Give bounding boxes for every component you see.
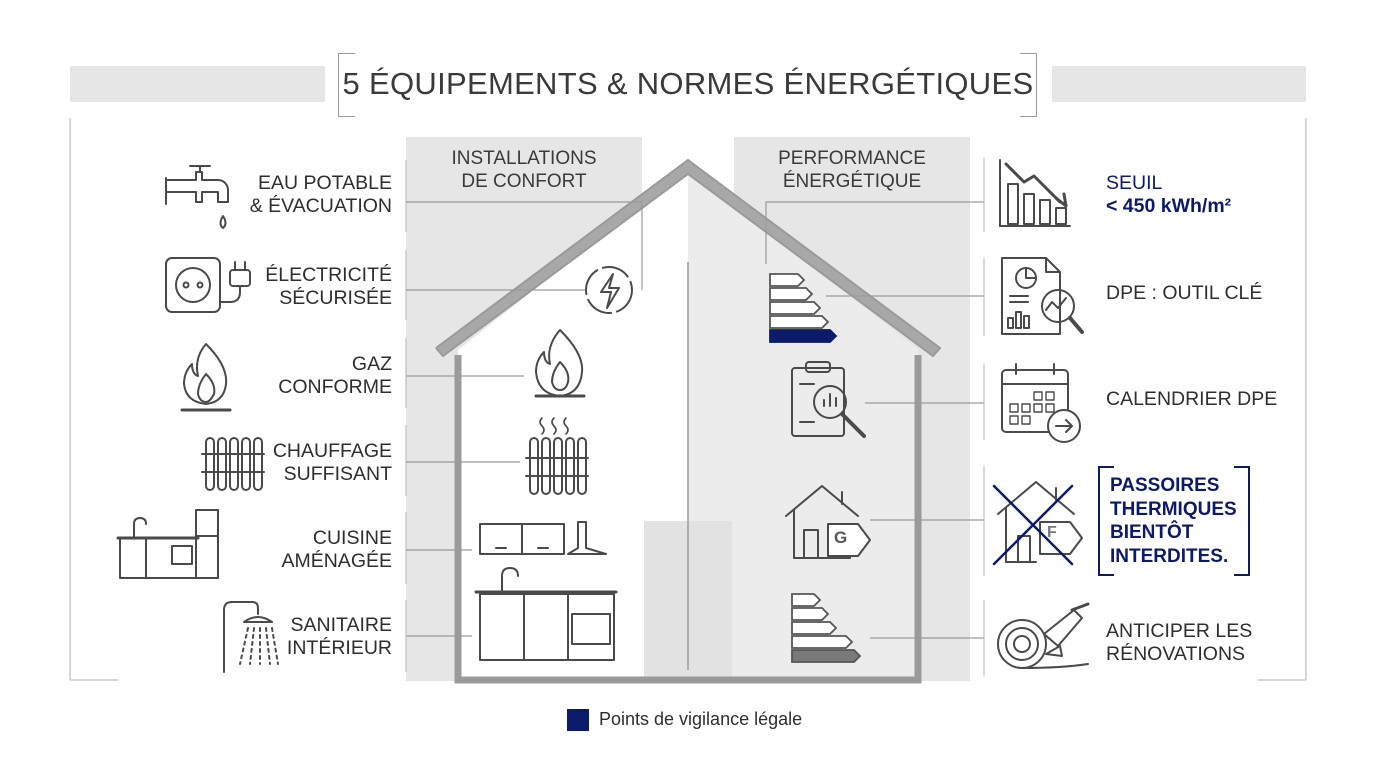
radiator-icon: [201, 437, 265, 491]
item-label-line2: INTÉRIEUR: [286, 637, 392, 659]
report-magnifier-icon: [1001, 257, 1084, 335]
item-label-line1: CALENDRIER DPE: [1106, 388, 1278, 410]
energy-column-header: PERFORMANCE ÉNERGÉTIQUE: [734, 147, 970, 193]
item-label-line1: SEUIL: [1106, 172, 1163, 194]
item-label-line1: PASSOIRES: [1110, 475, 1220, 496]
item-label-line2: AMÉNAGÉE: [281, 550, 392, 572]
page-title: 5 ÉQUIPEMENTS & NORMES ÉNERGÉTIQUES: [340, 52, 1036, 116]
item-label-line1: DPE : OUTIL CLÉ: [1106, 282, 1263, 304]
energy-item-renovation: ANTICIPER LES RÉNOVATIONS: [1106, 620, 1252, 666]
insulation-roll-trowel-icon: [997, 602, 1090, 669]
item-label-line2: SÉCURISÉE: [279, 287, 392, 309]
declining-chart-icon: [999, 159, 1071, 227]
item-label-line1: ÉLECTRICITÉ: [265, 264, 392, 286]
outer-frame: [69, 118, 1307, 681]
item-label-line1: CUISINE: [312, 527, 392, 549]
item-label-line2: RÉNOVATIONS: [1106, 643, 1246, 665]
energy-bars-top: [769, 273, 838, 343]
item-label-line3: BIENTÔT: [1110, 522, 1194, 543]
item-label-line2: < 450 kWh/m²: [1106, 195, 1232, 217]
energy-item-calendar: CALENDRIER DPE: [1106, 388, 1277, 411]
title-bracket-right: [1020, 53, 1037, 117]
item-label-line4: INTERDITES.: [1110, 545, 1229, 567]
comfort-column-header: INSTALLATIONS DE CONFORT: [406, 147, 642, 193]
crossed-house-f-icon: [992, 481, 1083, 566]
g-badge-label: G: [834, 528, 848, 547]
clipboard-magnifier-icon: [791, 361, 866, 438]
energy-connectors: [765, 201, 984, 639]
kitchen-icon: [116, 509, 219, 579]
house-kitchen-icon: [474, 521, 618, 661]
house-g-label-icon: [785, 485, 871, 559]
energy-bars-bottom: [791, 593, 862, 663]
comfort-item-electricity: ÉLECTRICITÉ SÉCURISÉE: [192, 264, 392, 310]
item-label-line2: CONFORME: [278, 376, 392, 398]
comfort-header-line1: INSTALLATIONS: [451, 148, 597, 169]
energy-header-line1: PERFORMANCE: [778, 148, 926, 169]
faucet-icon: [165, 165, 229, 229]
item-label-line2: THERMIQUES: [1110, 498, 1237, 520]
power-socket-icon: [165, 257, 251, 313]
item-label-line1: SANITAIRE: [290, 614, 393, 636]
title-bar-left: [70, 66, 325, 102]
comfort-item-sanitary: SANITAIRE INTÉRIEUR: [192, 614, 392, 660]
item-label-line2: & ÉVACUATION: [249, 195, 392, 217]
f-badge-label: F: [1047, 524, 1057, 541]
alert-bracket-left: [1098, 466, 1114, 576]
legend-swatch: [567, 709, 589, 731]
alert-text: PASSOIRES THERMIQUES BIENTÔT INTERDITES.: [1110, 474, 1237, 568]
title-bracket-left: [338, 53, 355, 117]
comfort-item-water: EAU POTABLE & ÉVACUATION: [192, 172, 392, 218]
energy-item-threshold: SEUIL < 450 kWh/m²: [1106, 172, 1231, 218]
comfort-connectors: [406, 201, 643, 637]
item-label-line1: ANTICIPER LES: [1106, 620, 1253, 642]
energy-header-line2: ÉNERGÉTIQUE: [782, 171, 922, 192]
comfort-item-kitchen: CUISINE AMÉNAGÉE: [192, 527, 392, 573]
comfort-header-line2: DE CONFORT: [461, 171, 587, 192]
item-label-line1: CHAUFFAGE: [272, 440, 392, 462]
item-label-line1: GAZ: [351, 353, 392, 375]
house-flame-icon: [534, 329, 586, 398]
alert-bracket-right: [1234, 466, 1250, 576]
item-label-line2: SUFFISANT: [283, 463, 392, 485]
shower-icon: [223, 601, 279, 673]
item-label-line1: EAU POTABLE: [257, 172, 392, 194]
gas-flame-icon: [180, 343, 232, 412]
legend-label: Points de vigilance légale: [599, 709, 803, 729]
comfort-item-gas: GAZ CONFORME: [192, 353, 392, 399]
calendar-arrow-icon: [1001, 363, 1081, 443]
energy-alert-box: PASSOIRES THERMIQUES BIENTÔT INTERDITES.: [1098, 466, 1250, 576]
title-bar-right: [1052, 66, 1306, 102]
house-radiator-icon: [525, 417, 589, 495]
comfort-item-heating: CHAUFFAGE SUFFISANT: [192, 440, 392, 486]
lightning-icon: [585, 266, 633, 314]
energy-item-dpe: DPE : OUTIL CLÉ: [1106, 282, 1262, 305]
